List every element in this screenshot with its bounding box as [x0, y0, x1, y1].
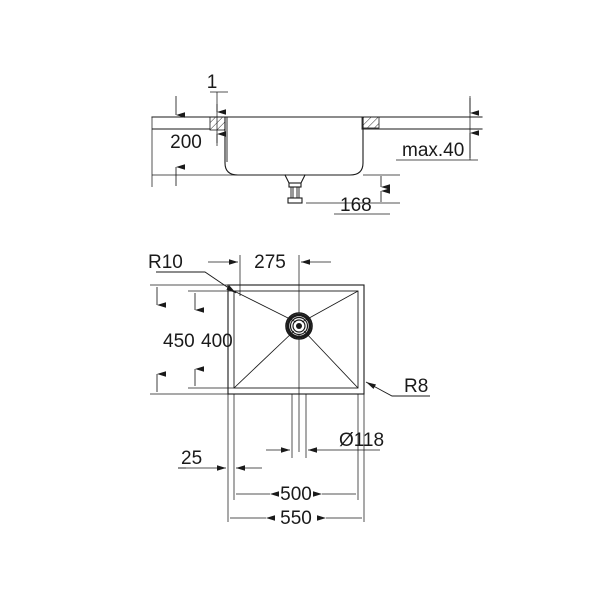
dim-label-25: 25 [181, 448, 202, 469]
dim-label-168: 168 [340, 195, 372, 216]
sink-bowl-rectangle [233, 290, 359, 389]
dim-r8: R8 [365, 376, 430, 397]
dim-label-200: 200 [170, 132, 202, 153]
dim-450: 450 [150, 284, 228, 395]
leader-line-r10 [156, 271, 237, 294]
drain-mid-ring [289, 316, 309, 336]
plan-view-group [227, 284, 365, 395]
leader-line-r8 [365, 381, 430, 397]
dim-max40: max.40 [396, 96, 479, 161]
taper-line-top-right [301, 290, 359, 323]
dim-r10: R10 [148, 252, 237, 294]
section-hatch-left [209, 116, 226, 131]
side-elevation-group [151, 116, 483, 204]
taper-line-bottom-left [233, 330, 295, 389]
dim-275: 275 [208, 252, 331, 313]
drain-assembly-side [284, 174, 306, 204]
dim-25: 25 [178, 448, 262, 471]
taper-line-bottom-right [303, 330, 359, 389]
dim-label-r8: R8 [404, 376, 428, 397]
dim-500: 500 [236, 484, 356, 505]
dim-label-450: 450 [163, 331, 195, 352]
plan-extension-lines [227, 335, 365, 522]
section-hatch-right [361, 116, 380, 129]
dim-label-max40: max.40 [402, 140, 464, 161]
dim-drain-168: 168 [306, 174, 400, 216]
dim-thickness-1: 1 [207, 72, 228, 146]
dim-400: 400 [188, 290, 234, 389]
sink-outer-rectangle [227, 284, 365, 395]
drain-inner-ring [292, 319, 306, 333]
drain-nut [287, 197, 303, 204]
dim-label-r10: R10 [148, 252, 183, 273]
drain-center-hole [296, 323, 302, 329]
dim-label-550: 550 [280, 508, 312, 529]
drain-tube [290, 187, 300, 198]
taper-line-top-left [233, 290, 297, 323]
dim-label-275: 275 [254, 252, 286, 273]
drain-collar [288, 182, 302, 188]
dim-dia118: Ø118 [266, 430, 384, 453]
dim-label-thickness: 1 [207, 72, 218, 93]
dim-label-500: 500 [280, 484, 312, 505]
dim-550: 550 [230, 508, 362, 529]
dim-depth-200: 200 [151, 96, 285, 187]
dim-label-dia118: Ø118 [339, 430, 384, 451]
drain-tube-inner [292, 187, 298, 198]
dim-label-400: 400 [201, 331, 233, 352]
